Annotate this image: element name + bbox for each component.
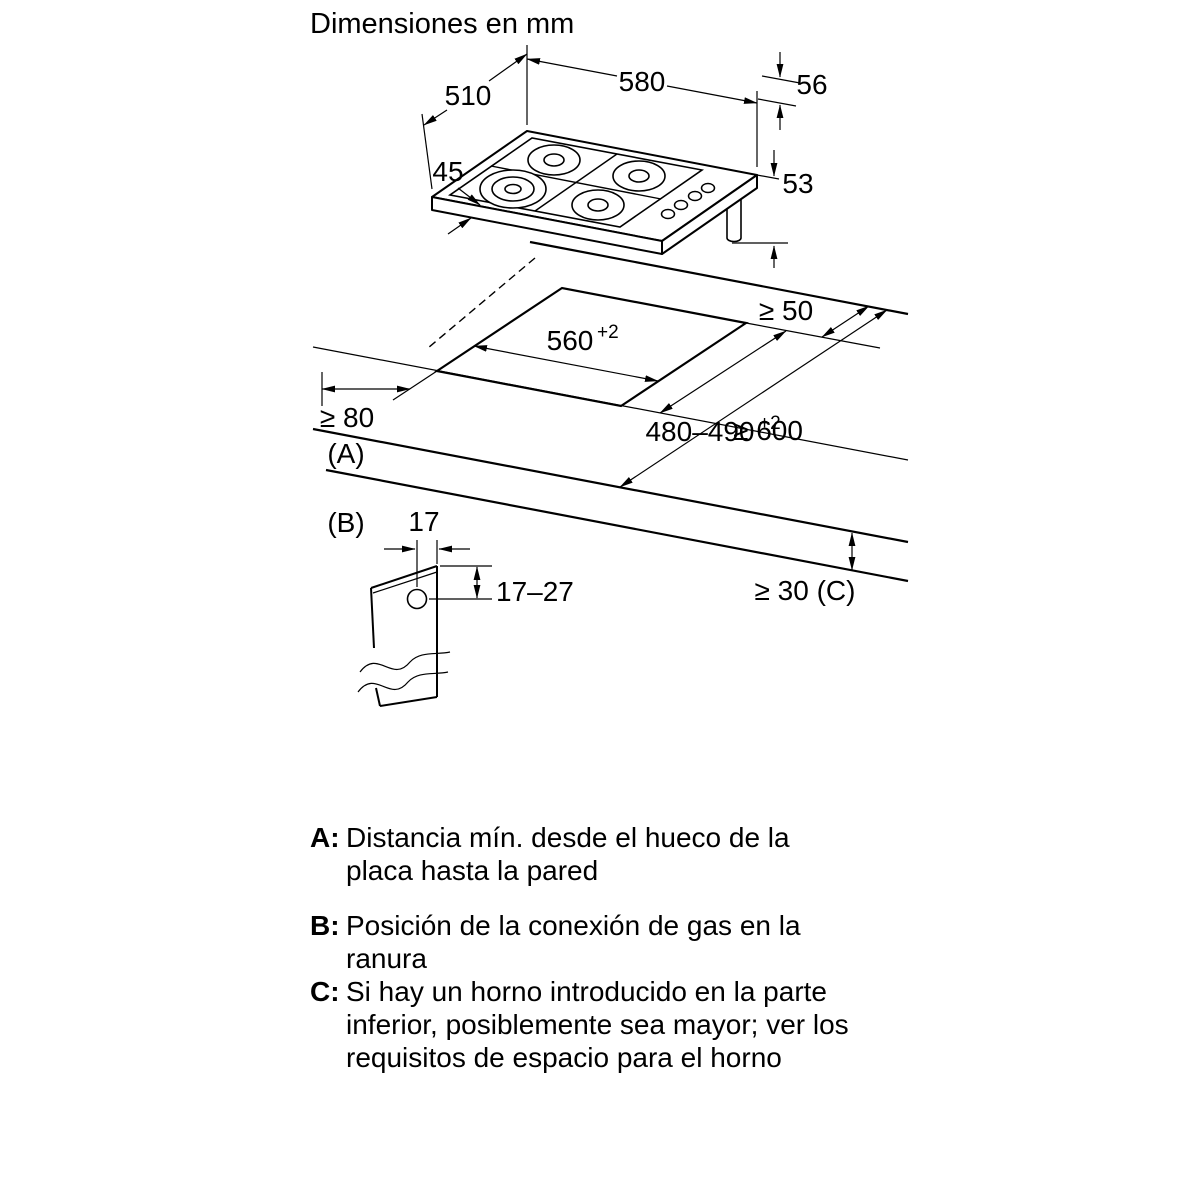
legend-text-c: Si hay un horno introducido en la parte … [346, 975, 849, 1074]
burner-rear-left [527, 144, 581, 176]
burner-rear-right [612, 160, 666, 192]
hob-drawing [431, 130, 758, 255]
control-knobs [660, 182, 716, 220]
legend-a-line-1: Distancia mín. desde el hueco de la [346, 822, 790, 853]
worktop-depth-dim-line [619, 309, 888, 488]
gas-offset-label: 17 [408, 506, 439, 537]
legend-item-b: B: Posición de la conexión de gas en la … [310, 909, 849, 975]
legend-c-line-2: inferior, posiblemente sea mayor; ver lo… [346, 1009, 849, 1040]
worktop-front-edge [312, 427, 909, 544]
legend-b-line-1: Posición de la conexión de gas en la [346, 910, 801, 941]
extension-line [421, 113, 433, 190]
hob-width-dim-arrow [526, 58, 618, 77]
hob-right-face [661, 174, 758, 255]
pan-support-rim [447, 137, 705, 228]
legend-item-a: A: Distancia mín. desde el hueco de la p… [310, 821, 849, 887]
gas-connection-foot [726, 199, 742, 243]
cutout-front-extension-line [312, 346, 909, 461]
hob-width-dim-arrow [666, 85, 758, 104]
legend-c-line-1: Si hay un horno introducido en la parte [346, 976, 827, 1007]
gas-connection-hole [406, 588, 428, 610]
legend-c-line-3: requisitos de espacio para el horno [346, 1042, 782, 1073]
hob-width-label: 580 [619, 66, 666, 97]
hob-dimensions: 510 580 56 53 45 [421, 45, 828, 268]
hob-height-dim-arrow [457, 187, 481, 206]
legend-text-b: Posición de la conexión de gas en la ran… [346, 909, 801, 975]
worktop-section-profile [357, 565, 451, 707]
legend-key-c: C: [310, 976, 340, 1007]
detail-b-ref-label: (B) [327, 507, 364, 538]
hob-depth-label: 510 [445, 80, 492, 111]
projection-line [427, 257, 536, 349]
legend-key-a: A: [310, 822, 340, 853]
legend-b-line-2: ranura [346, 943, 427, 974]
burner-front-right [571, 189, 625, 221]
legend-text-a: Distancia mín. desde el hueco de la plac… [346, 821, 790, 887]
reference-tick [761, 75, 801, 84]
worktop-rear-edge [529, 240, 909, 316]
rear-clearance-dim-line [821, 305, 870, 338]
cutout-width-label: 560 [547, 325, 594, 356]
reference-tick [756, 174, 780, 180]
cutout-width-tolerance: +2 [597, 322, 619, 343]
rear-clearance-label: ≥ 50 [759, 295, 813, 326]
cutout-depth-dim-line [659, 330, 787, 414]
hob-connection-height-label: 53 [782, 168, 813, 199]
page-title: Dimensiones en mm [310, 8, 575, 40]
hob-rear-zone-label: 56 [796, 69, 827, 100]
side-clearance-ref-label: (A) [327, 438, 364, 469]
worktop-depth-label: ≥ 600 [733, 415, 803, 446]
worktop-thickness-label: ≥ 30 (C) [755, 575, 856, 606]
worktop-drawing [312, 240, 909, 583]
dimensions-diagram: 560 +2 480–490 +2 ≥ 50 ≥ 600 ≥ 80 (A) ≥ … [312, 45, 909, 707]
legend: A: Distancia mín. desde el hueco de la p… [310, 821, 849, 1074]
hob-depth-dim-arrow [423, 109, 448, 126]
gas-connection-detail: (B) 17 17–27 [327, 506, 574, 707]
worktop-dimensions: 560 +2 480–490 +2 ≥ 50 ≥ 600 ≥ 80 (A) ≥ … [320, 295, 888, 606]
reference-tick [757, 98, 797, 107]
hob-height-dim-arrow [447, 217, 472, 235]
cutout-side-extension-line [392, 370, 438, 401]
legend-item-c: C: Si hay un horno introducido en la par… [310, 975, 849, 1074]
legend-a-line-2: placa hasta la pared [346, 855, 599, 886]
legend-key-b: B: [310, 910, 340, 941]
side-clearance-label: ≥ 80 [320, 402, 374, 433]
hob-height-label: 45 [432, 156, 463, 187]
gas-depth-range-label: 17–27 [496, 576, 574, 607]
worktop-bottom-edge [325, 468, 909, 583]
hob-depth-dim-arrow [488, 53, 528, 82]
burner-front-left [479, 169, 547, 209]
